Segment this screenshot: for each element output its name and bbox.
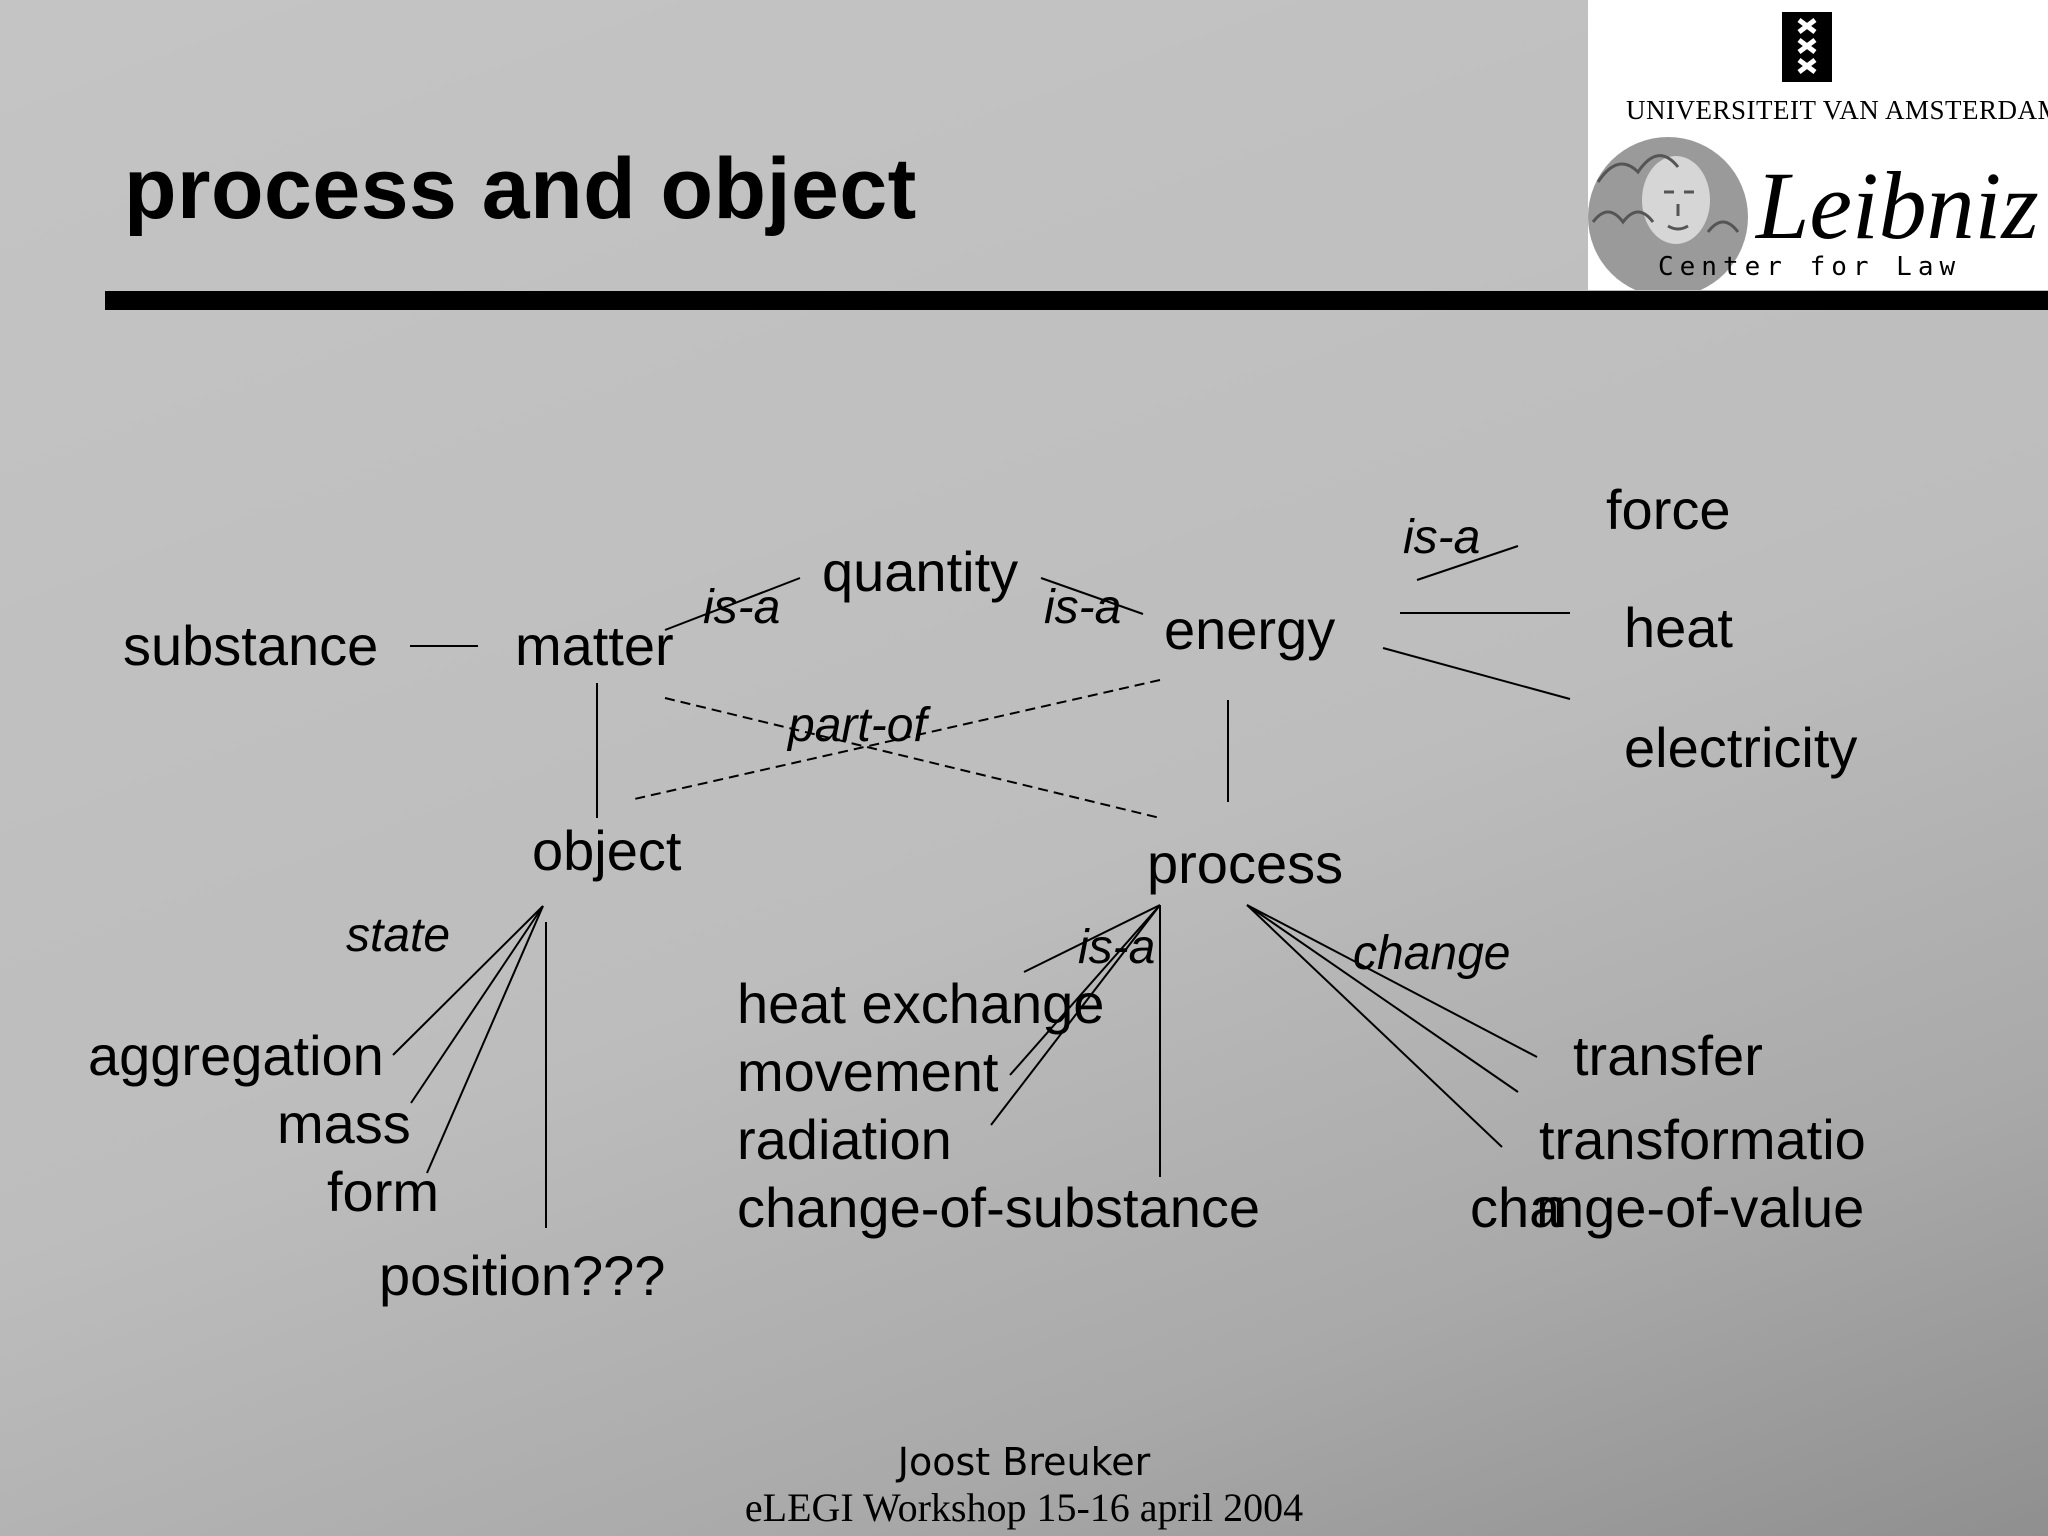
node-movement: movement <box>737 1040 999 1103</box>
footer-author: Joost Breuker <box>897 1440 1151 1484</box>
relation-part-of: part-of <box>788 699 927 752</box>
relation-isa-force: is-a <box>1403 511 1481 564</box>
footer-event: eLEGI Workshop 15-16 april 2004 <box>744 1485 1304 1530</box>
node-form: form <box>327 1160 439 1223</box>
edge-object-mass <box>410 905 544 1104</box>
node-transfer: transfer <box>1573 1024 1763 1087</box>
edge-partof-energy-object <box>629 679 1161 801</box>
edge-process-transfer <box>1246 904 1538 1058</box>
node-object: object <box>532 819 682 882</box>
relation-isa-process: is-a <box>1078 921 1156 974</box>
edge-process-change-of-value <box>1246 904 1503 1148</box>
title-rule <box>105 291 2048 310</box>
university-logo: UNIVERSITEIT VAN AMSTERDAM Leibniz Cente… <box>1588 0 2048 290</box>
node-change-of-value: nge-of-value <box>1553 1176 1865 1239</box>
node-change-of-value-prefix: cha <box>1470 1176 1561 1239</box>
node-mass: mass <box>277 1092 411 1155</box>
edge-process-transformation <box>1246 904 1519 1093</box>
node-substance: substance <box>123 614 379 677</box>
node-energy: energy <box>1164 598 1336 661</box>
node-matter: matter <box>515 614 674 677</box>
node-radiation: radiation <box>737 1108 952 1171</box>
node-quantity: quantity <box>822 540 1019 603</box>
edge-object-form <box>426 905 544 1174</box>
node-force: force <box>1606 478 1731 541</box>
node-aggregation: aggregation <box>88 1024 384 1087</box>
node-process: process <box>1147 832 1344 895</box>
edge-object-aggregation <box>392 905 544 1056</box>
edge-process-radiation <box>990 904 1161 1126</box>
node-heat-exchange: heat exchange <box>737 972 1105 1035</box>
relation-isa-energy: is-a <box>1044 581 1122 634</box>
center-for-law-label: Center for Law <box>1658 252 1962 282</box>
edge-isa-force <box>1416 545 1519 581</box>
edge-partof-matter-process <box>664 697 1161 819</box>
node-electricity: electricity <box>1624 716 1858 779</box>
node-heat: heat <box>1624 596 1733 659</box>
edge-energy-electricity <box>1382 647 1571 700</box>
amsterdam-shield-icon <box>1782 12 1832 82</box>
relation-state: state <box>346 909 451 962</box>
slide-title: process and object <box>124 141 917 237</box>
node-change-of-substance: change-of-substance <box>737 1176 1261 1239</box>
node-transformation: transformatio <box>1539 1108 1866 1171</box>
edge-isa-heat-exchange <box>1023 904 1161 973</box>
node-transformation-wrap: n <box>1536 1176 1568 1239</box>
relation-isa-matter: is-a <box>703 581 781 634</box>
edge-process-movement <box>1009 904 1161 1076</box>
relation-change: change <box>1353 927 1511 980</box>
edge-matter-quantity <box>664 577 801 631</box>
edge-quantity-energy <box>1040 577 1144 615</box>
leibniz-portrait-icon <box>1588 122 1768 290</box>
leibniz-signature: Leibniz <box>1756 152 2039 259</box>
node-position: position??? <box>379 1244 666 1307</box>
university-name: UNIVERSITEIT VAN AMSTERDAM <box>1626 95 2048 125</box>
